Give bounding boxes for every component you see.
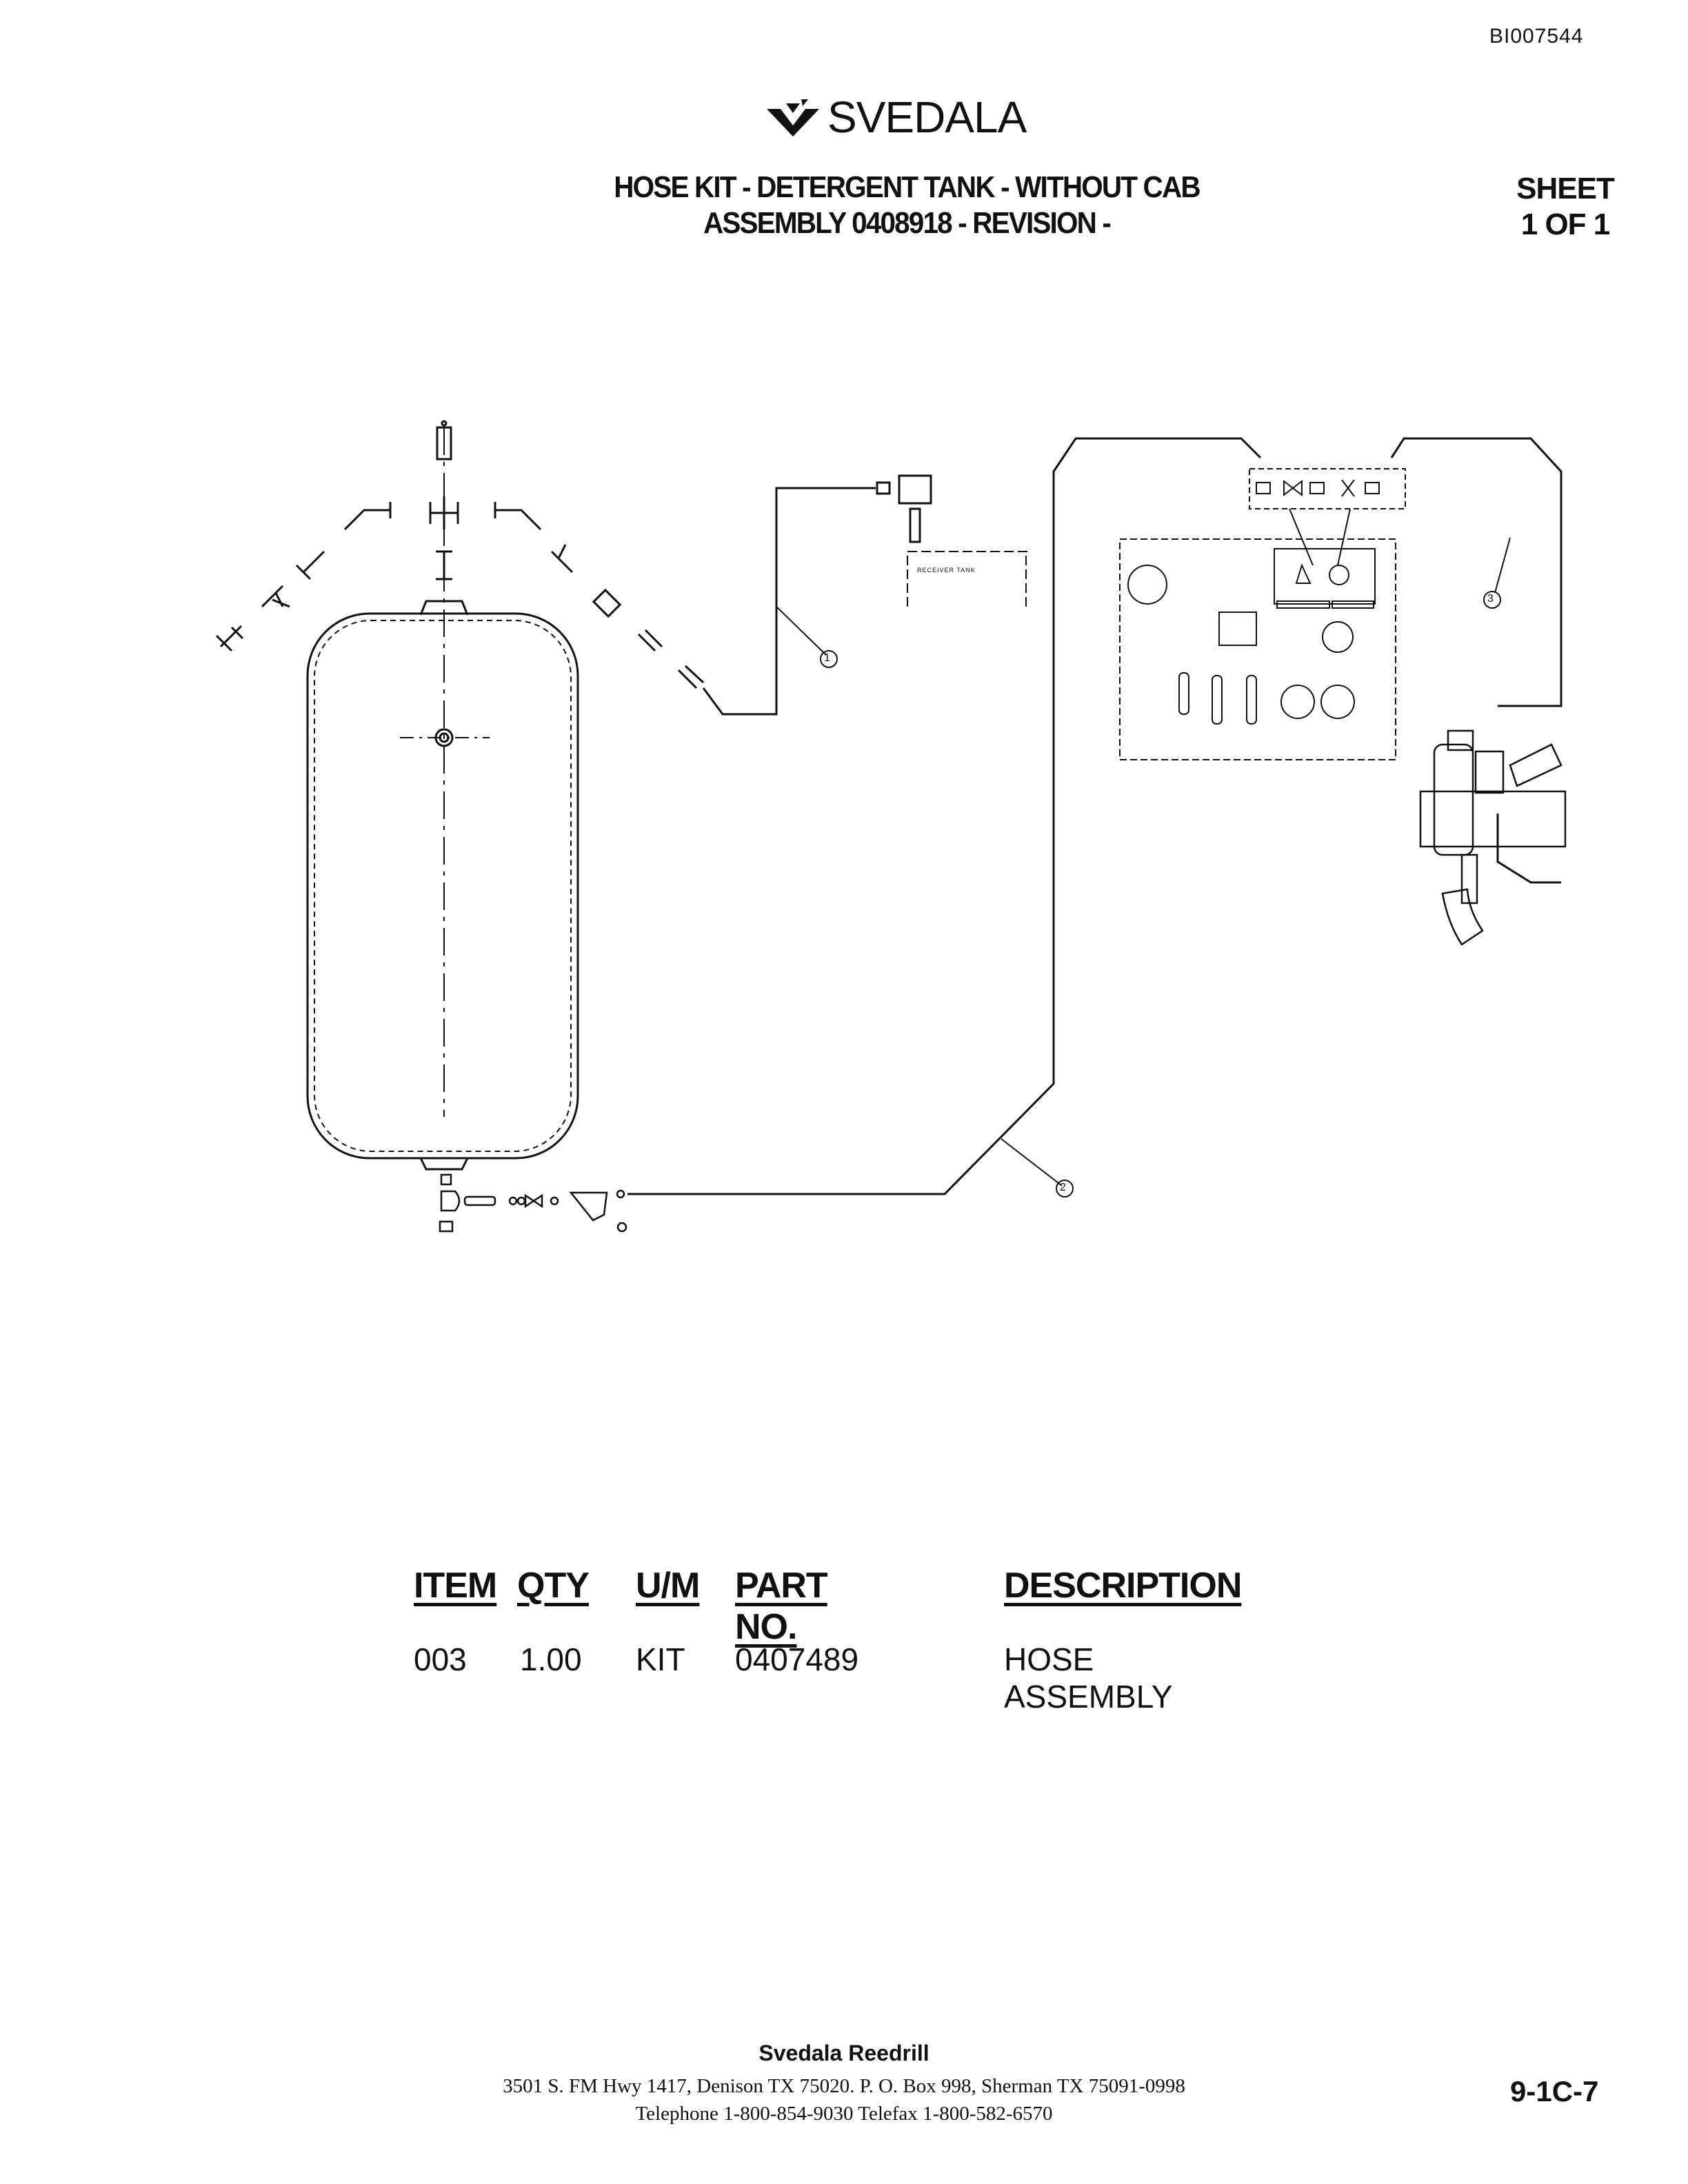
logo-mark-icon	[767, 99, 819, 136]
col-header-item: ITEM	[414, 1566, 497, 1606]
col-header-um: U/M	[636, 1566, 700, 1606]
control-panel	[1119, 538, 1396, 760]
footer-address: 3501 S. FM Hwy 1417, Denison TX 75020. P…	[503, 2075, 1185, 2097]
pump-assembly	[1419, 729, 1567, 946]
footer-company: Svedala Reedrill	[758, 2041, 930, 2065]
receiver-tank-label: RECEIVER TANK	[917, 567, 976, 574]
row-part-no: 0407489	[735, 1641, 859, 1677]
col-header-description: DESCRIPTION	[1004, 1566, 1242, 1606]
row-item: 003	[414, 1641, 467, 1677]
sheet-info: SHEET 1 OF 1	[1489, 171, 1641, 243]
drawing-title: HOSE KIT - DETERGENT TANK - WITHOUT CAB …	[516, 170, 1297, 241]
bottom-fittings	[439, 1173, 627, 1233]
callout-1: 1	[824, 652, 830, 664]
row-qty: 1.00	[520, 1641, 582, 1677]
top-fittings	[215, 420, 705, 689]
row-description: HOSE ASSEMBLY	[1004, 1641, 1173, 1715]
title-line-1: HOSE KIT - DETERGENT TANK - WITHOUT CAB	[614, 170, 1200, 204]
callout-2: 2	[1060, 1182, 1066, 1193]
receiver-tank	[907, 551, 1027, 607]
col-header-qty: QTY	[517, 1566, 590, 1606]
row-um: KIT	[636, 1641, 685, 1677]
svedala-logo: SVEDALA	[765, 90, 1027, 145]
footer-phone: Telephone 1-800-854-9030 Telefax 1-800-5…	[635, 2103, 1053, 2125]
title-line-2: ASSEMBLY 0408918 - REVISION -	[703, 206, 1112, 240]
sheet-label: SHEET	[1516, 172, 1615, 205]
callout-3: 3	[1487, 593, 1494, 605]
hose-1	[702, 474, 932, 716]
detergent-tank	[306, 427, 579, 1171]
document-id: BI007544	[1489, 25, 1584, 48]
valve-manifold	[1249, 468, 1406, 566]
brand-name: SVEDALA	[827, 92, 1027, 142]
hose-2	[627, 437, 1262, 1197]
assembly-drawing	[215, 420, 1567, 1233]
col-header-part-no: PART NO.	[735, 1566, 828, 1647]
hose-3	[1390, 437, 1563, 884]
sheet-value: 1 OF 1	[1520, 208, 1611, 241]
page-number: 9-1C-7	[1510, 2075, 1599, 2107]
